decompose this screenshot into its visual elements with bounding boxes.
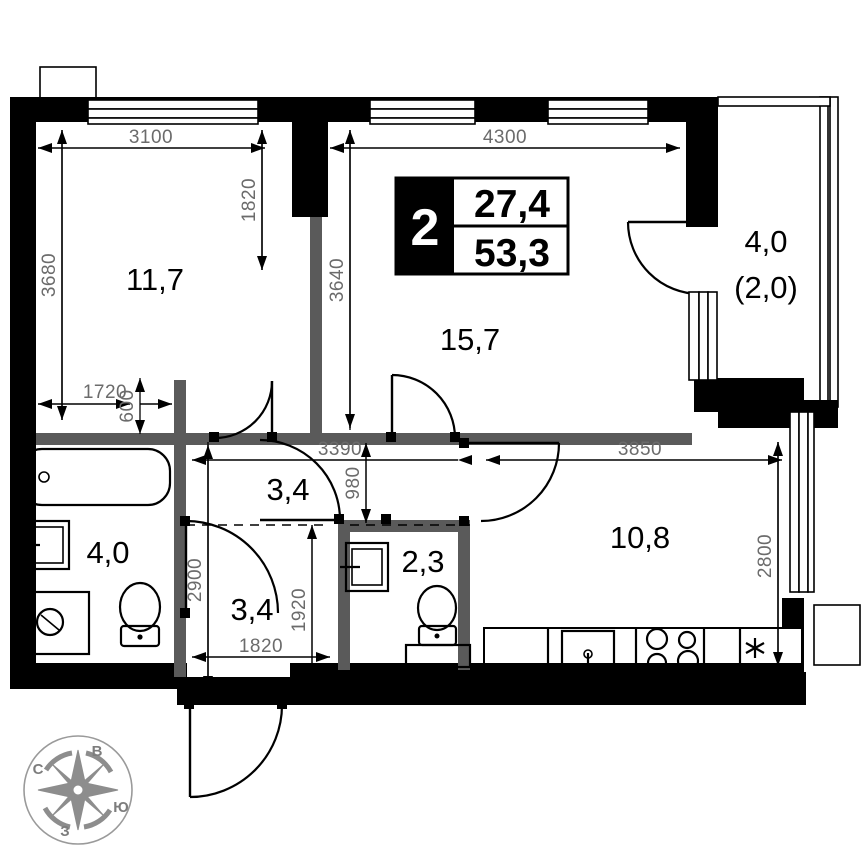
- dim-2900: 2900: [185, 558, 206, 602]
- dim-3100: 3100: [129, 127, 173, 148]
- toilet-bathroom: [118, 581, 162, 648]
- badge-total-area: 53,3: [474, 232, 550, 275]
- room-label-hall-lower: 3,4: [230, 592, 273, 627]
- dim-3640: 3640: [327, 258, 348, 302]
- sink-bathroom: [19, 519, 71, 571]
- dimension-hall-lower-depth: 1920: [289, 525, 317, 690]
- door-kitchen[interactable]: [459, 438, 561, 526]
- window-living-right: [547, 99, 649, 125]
- bathtub: [18, 447, 172, 507]
- dim-1820-hall: 1820: [239, 636, 283, 657]
- door-entrance[interactable]: [184, 699, 287, 799]
- exterior-walls: [10, 97, 806, 705]
- door-bathroom[interactable]: [180, 516, 280, 618]
- dimension-bath-offset: 1720 600: [38, 378, 172, 434]
- dim-1920: 1920: [289, 588, 310, 632]
- compass-label-west: З: [60, 823, 69, 840]
- window-bedroom: [87, 99, 259, 125]
- room-label-balcony: 4,0: [744, 224, 787, 259]
- dimension-living-width: 4300: [330, 127, 680, 430]
- toilet-wc: [404, 584, 472, 669]
- balcony-enclosure: [717, 96, 839, 428]
- washing-machine: [23, 590, 91, 656]
- room-label-kitchen: 10,8: [610, 520, 670, 555]
- dim-600: 600: [117, 389, 138, 422]
- room-label-balcony-sub: (2,0): [734, 270, 798, 305]
- dim-3680: 3680: [39, 253, 60, 297]
- dim-980: 980: [343, 466, 364, 499]
- door-balcony[interactable]: [626, 220, 718, 381]
- dimension-hall-lower-width: 1820: [192, 636, 330, 662]
- dimension-wc-door: 980: [343, 443, 371, 523]
- dim-4300: 4300: [483, 127, 527, 148]
- sink-wc: [340, 541, 390, 593]
- room-label-living: 15,7: [440, 322, 500, 357]
- door-wc[interactable]: [259, 438, 391, 524]
- room-label-wc: 2,3: [401, 544, 444, 579]
- dim-3390: 3390: [318, 439, 362, 460]
- dimension-living-depth: 3640: [327, 130, 355, 428]
- dim-1720: 1720: [83, 382, 127, 403]
- kitchen-counter: [483, 627, 803, 676]
- summary-badge: 2 27,4 53,3: [394, 176, 570, 276]
- compass-rose: С В Ю З: [23, 735, 133, 845]
- window-living-left: [369, 99, 476, 125]
- compass-label-south: Ю: [113, 799, 128, 816]
- badge-living-area: 27,4: [474, 183, 550, 226]
- roof-protrusion: [39, 66, 97, 100]
- dim-2800: 2800: [755, 534, 776, 578]
- window-kitchen-right: [789, 411, 861, 666]
- dim-3850: 3850: [618, 439, 662, 460]
- room-label-bedroom: 11,7: [126, 262, 184, 297]
- dimension-bedroom-window: 1820: [239, 130, 267, 270]
- door-bedroom[interactable]: [209, 380, 277, 442]
- kitchen-stove: [645, 627, 700, 674]
- kitchen-sink: [560, 629, 616, 676]
- dimension-hall-depth: 2900: [185, 445, 470, 690]
- dim-1820-window: 1820: [239, 178, 260, 222]
- room-label-hall-upper: 3,4: [266, 472, 309, 507]
- compass-label-east: В: [92, 743, 103, 760]
- heating-symbol: [745, 638, 765, 658]
- dimension-kitchen-depth: 2800: [755, 442, 783, 666]
- dimension-bedroom-depth: 3680: [39, 130, 67, 420]
- room-label-bathroom: 4,0: [86, 535, 129, 570]
- badge-room-count: 2: [411, 199, 440, 257]
- compass-label-north: С: [33, 761, 44, 778]
- door-living[interactable]: [386, 373, 460, 442]
